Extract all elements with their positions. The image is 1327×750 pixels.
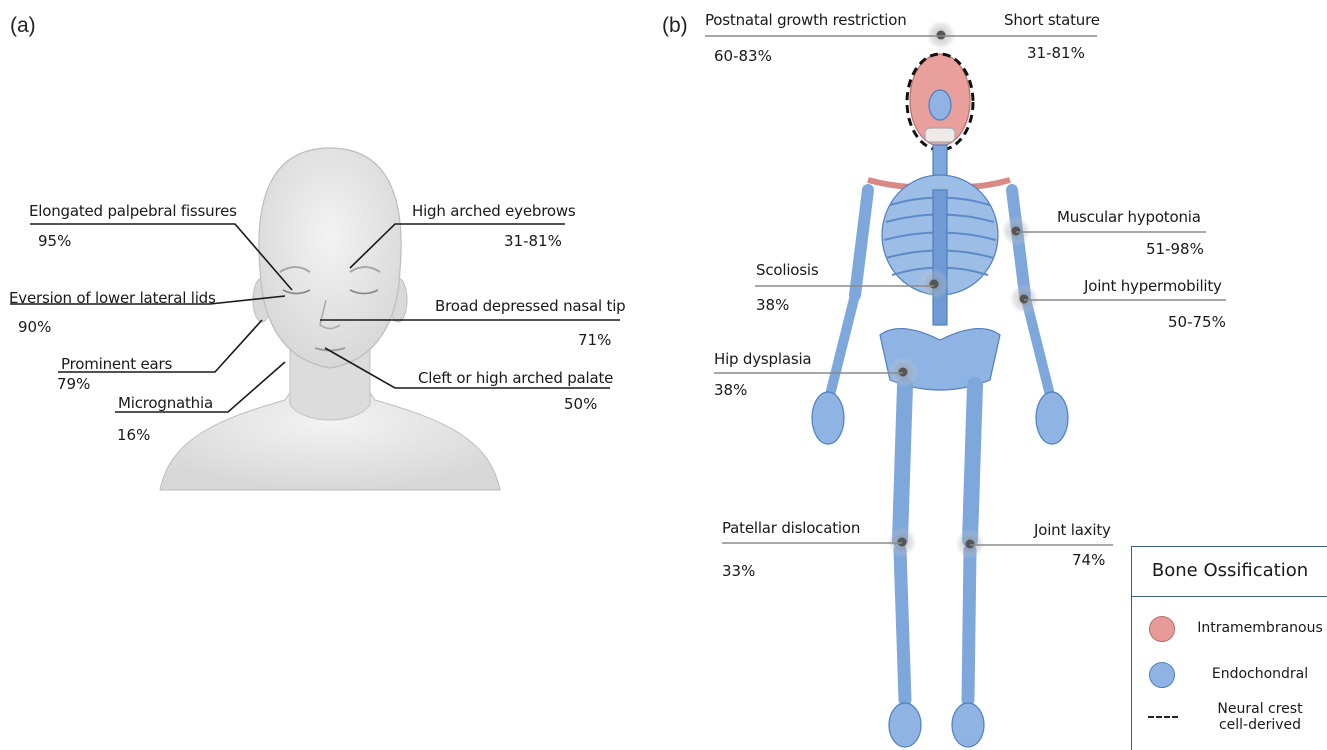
skeleton-feature-value: 38% [714, 381, 747, 399]
legend-label: Endochondral [1192, 654, 1327, 694]
skeleton-feature-value: 50-75% [1168, 313, 1226, 331]
legend: Bone Ossification Intramembranous Endoch… [1131, 546, 1327, 750]
skeleton-feature-label: Postnatal growth restriction [705, 11, 907, 29]
skeleton-feature-label: Hip dysplasia [714, 350, 811, 368]
skeleton-feature-label: Joint laxity [1034, 521, 1111, 539]
left-tibia [900, 550, 905, 700]
face-feature-label: High arched eyebrows [412, 202, 576, 220]
face-feature-value: 50% [564, 395, 597, 413]
face-feature-label: Eversion of lower lateral lids [9, 289, 216, 307]
legend-label: Neural crest cell-derived [1192, 697, 1327, 737]
skeleton-feature-value: 60-83% [714, 47, 772, 65]
legend-swatch-endochondral [1149, 662, 1175, 688]
legend-item-intramembranous: Intramembranous [1132, 608, 1327, 648]
head [259, 148, 401, 368]
face-feature-label: Elongated palpebral fissures [29, 202, 237, 220]
face-feature-value: 90% [18, 318, 51, 336]
skeleton-feature-value: 38% [756, 296, 789, 314]
right-foot [952, 703, 984, 747]
skeleton-feature-value: 74% [1072, 551, 1105, 569]
face-feature-label: Cleft or high arched palate [418, 369, 613, 387]
skeleton-feature-value: 51-98% [1146, 240, 1204, 258]
left-foot [889, 703, 921, 747]
left-femur [900, 385, 905, 540]
face-feature-label: Broad depressed nasal tip [435, 297, 625, 315]
legend-title: Bone Ossification [1132, 547, 1327, 597]
right-femur [970, 385, 975, 540]
face-feature-value: 71% [578, 331, 611, 349]
legend-swatch-intramembranous [1149, 616, 1175, 642]
skeleton-feature-value: 31-81% [1027, 44, 1085, 62]
panel-a-label: (a) [10, 14, 36, 38]
jaw [925, 128, 955, 142]
face-feature-value: 95% [38, 232, 71, 250]
skull-nasal [929, 90, 951, 120]
panel-b-label: (b) [662, 14, 688, 38]
face-feature-value: 16% [117, 426, 150, 444]
left-hand [812, 392, 844, 444]
skeleton-feature-label: Joint hypermobility [1084, 277, 1222, 295]
face-feature-value: 79% [57, 375, 90, 393]
face-feature-label: Micrognathia [118, 394, 213, 412]
legend-item-endochondral: Endochondral [1132, 654, 1327, 694]
right-hand [1036, 392, 1068, 444]
legend-label: Intramembranous [1192, 608, 1327, 648]
left-humerus [855, 190, 868, 295]
skeleton-feature-label: Short stature [1004, 11, 1100, 29]
legend-dash-neural-crest [1148, 716, 1178, 718]
face-feature-label: Prominent ears [61, 355, 172, 373]
legend-item-neural-crest: Neural crest cell-derived [1132, 697, 1327, 737]
face-feature-value: 31-81% [504, 232, 562, 250]
face-illustration [160, 148, 500, 490]
right-tibia [968, 550, 970, 700]
skeleton-feature-value: 33% [722, 562, 755, 580]
skeleton-illustration [812, 54, 1068, 747]
skeleton-feature-label: Patellar dislocation [722, 519, 860, 537]
left-forearm [830, 295, 855, 395]
spine [933, 190, 947, 325]
skeleton-feature-label: Muscular hypotonia [1057, 208, 1201, 226]
skeleton-feature-label: Scoliosis [756, 261, 818, 279]
